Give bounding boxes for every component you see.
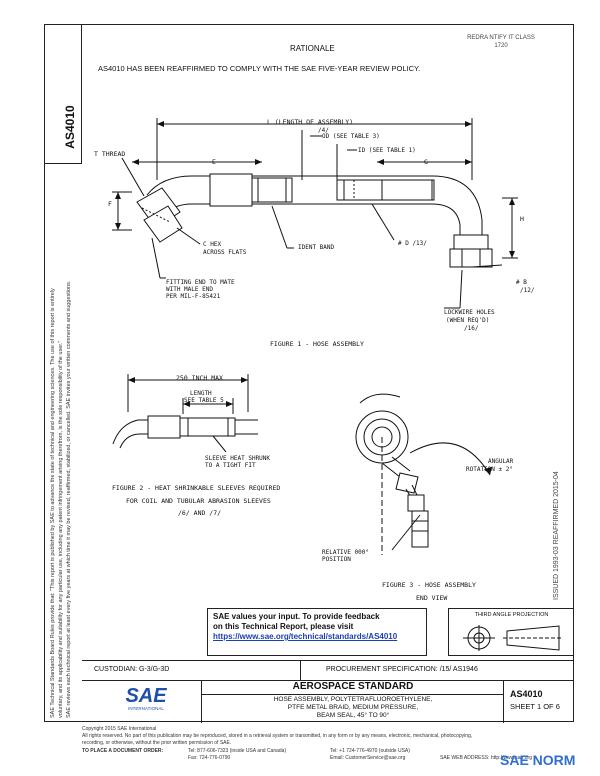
title-line-1: HOSE ASSEMBLY, POLYTETRAFLUOROETHYLENE, <box>273 696 433 703</box>
label-f: F <box>108 200 112 208</box>
drawing-frame <box>44 24 574 722</box>
label-id: ID (SEE TABLE 1) <box>358 147 416 154</box>
projection-symbol-icon <box>463 625 563 651</box>
label-ident-band: IDENT BAND <box>298 244 335 251</box>
label-b: # B <box>516 279 527 286</box>
feedback-box: SAE values your input. To provide feedba… <box>207 608 427 656</box>
watermark-text: SAE NORM <box>500 752 576 768</box>
doc-number-vertical: AS4010 <box>63 105 77 149</box>
footer-tel: Tel: 877-606-7323 (inside USA and Canada… <box>188 748 287 754</box>
label-relative-1: RELATIVE 000° <box>322 549 369 556</box>
label-lockwire-1: LOCKWIRE HOLES <box>444 309 495 316</box>
sae-logo: SAE INTERNATIONAL <box>120 686 172 716</box>
footer-tel-2: Tel: +1 724-776-4970 (outside USA) <box>330 748 410 754</box>
label-sleeve-2: TO A TIGHT FIT <box>205 462 256 469</box>
custodian-text: CUSTODIAN: G-3/G-3D <box>94 666 170 673</box>
label-fitting-2: WITH MALE END <box>166 286 213 293</box>
rationale-text: AS4010 HAS BEEN REAFFIRMED TO COMPLY WIT… <box>98 64 421 73</box>
label-h: H <box>520 215 524 223</box>
label-c-hex: C HEX <box>203 241 222 248</box>
label-t-thread: T THREAD <box>94 150 126 158</box>
label-od: OD (SEE TABLE 3) <box>322 133 380 140</box>
margin-note-2: voluntary, and its applicability and sui… <box>58 340 64 718</box>
title-cell <box>202 681 504 723</box>
custodian-row <box>82 660 574 680</box>
footer-fax: Fax: 724-776-0790 <box>188 755 231 761</box>
procurement-text: PROCUREMENT SPECIFICATION: /15/ AS1946 <box>326 666 478 673</box>
label-250-inch: 250 INCH MAX <box>176 374 223 382</box>
figure-3-drawing <box>355 393 492 555</box>
label-relative-2: POSITION <box>322 556 351 563</box>
projection-title: THIRD ANGLE PROJECTION <box>474 612 549 618</box>
figure-1-caption: FIGURE 1 - HOSE ASSEMBLY <box>270 340 364 348</box>
footer-email: Email: CustomerService@sae.org <box>330 755 406 761</box>
title-text: HOSE ASSEMBLY, POLYTETRAFLUOROETHYLENE, … <box>202 696 504 720</box>
top-right-note-line1: REDRA NTIFY IT CLASS <box>467 35 535 41</box>
sheet-number: SHEET 1 OF 6 <box>510 702 560 711</box>
label-angular-1: ANGULAR <box>488 458 514 465</box>
label-lockwire-2: (WHEN REQ'D) <box>446 317 490 324</box>
footer-rights-2: recording, or otherwise, without the pri… <box>82 740 232 746</box>
figure-1-drawing <box>112 118 518 309</box>
figure-2-caption-2: FOR COIL AND TUBULAR ABRASION SLEEVES <box>126 497 271 505</box>
title-block <box>82 680 574 723</box>
footer-order: TO PLACE A DOCUMENT ORDER: <box>82 748 164 754</box>
title-line-3: BEAM SEAL, 45° TO 90° <box>316 712 390 719</box>
sae-logo-sub: INTERNATIONAL <box>128 706 164 711</box>
feedback-line-2: on this Technical Report, please visit <box>213 622 354 631</box>
custodian-divider <box>300 660 301 680</box>
footer-rights: All rights reserved. No part of this pub… <box>82 733 473 739</box>
label-sleeve-1: SLEEVE HEAT SHRUNK <box>205 455 271 462</box>
logo-cell <box>82 681 202 723</box>
doc-number: AS4010 <box>510 689 543 699</box>
figure-3-caption-1: FIGURE 3 - HOSE ASSEMBLY <box>382 581 476 589</box>
figure-2-caption-3: /6/ AND /7/ <box>178 509 222 517</box>
label-e: E <box>212 158 216 166</box>
label-lockwire-3: /16/ <box>464 325 479 332</box>
feedback-link[interactable]: https://www.sae.org/technical/standards/… <box>213 632 398 641</box>
sae-logo-text: SAE <box>125 685 167 707</box>
label-l-ref: /4/ <box>318 127 329 134</box>
label-see-table-5: SEE TABLE 5 <box>184 397 224 404</box>
label-l: L (LENGTH OF ASSEMBLY) <box>267 118 354 126</box>
top-right-note: REDRA NTIFY IT CLASS 1720 <box>456 34 546 50</box>
figure-2-drawing <box>112 374 258 452</box>
top-right-note-line2: 1720 <box>494 43 508 49</box>
label-fitting-3: PER MIL-F-85421 <box>166 293 221 300</box>
doc-number-box <box>44 24 82 164</box>
label-d: # D /13/ <box>398 240 427 247</box>
label-across-flats: ACROSS FLATS <box>203 249 247 256</box>
projection-box: THIRD ANGLE PROJECTION <box>448 608 574 656</box>
standard-type: AEROSPACE STANDARD <box>202 681 504 695</box>
margin-note-3: SAE reviews each technical report at lea… <box>66 280 72 718</box>
title-line-2: PTFE METAL BRAID, MEDIUM PRESSURE, <box>287 704 419 711</box>
label-g: G <box>424 158 428 166</box>
figure-2-caption-1: FIGURE 2 - HEAT SHRINKABLE SLEEVES REQUI… <box>112 484 281 492</box>
rationale-title: RATIONALE <box>290 44 335 53</box>
margin-note-1: SAE Technical Standards Board Rules prov… <box>50 288 56 718</box>
feedback-line-1: SAE values your input. To provide feedba… <box>213 612 380 621</box>
footer-web: SAE WEB ADDRESS: http://www.sae.org <box>440 755 532 761</box>
issued-reaffirmed-note: ISSUED 1993-03 REAFFIRMED 2015-04 <box>553 471 560 600</box>
footer-copyright: Copyright 2015 SAE International <box>82 726 157 732</box>
label-fitting-1: FITTING END TO MATE <box>166 279 235 286</box>
label-b-ref: /12/ <box>520 287 535 294</box>
label-length: LENGTH <box>190 390 212 397</box>
figure-3-caption-2: END VIEW <box>416 594 448 602</box>
label-angular-2: ROTATION ± 2° <box>466 466 513 473</box>
